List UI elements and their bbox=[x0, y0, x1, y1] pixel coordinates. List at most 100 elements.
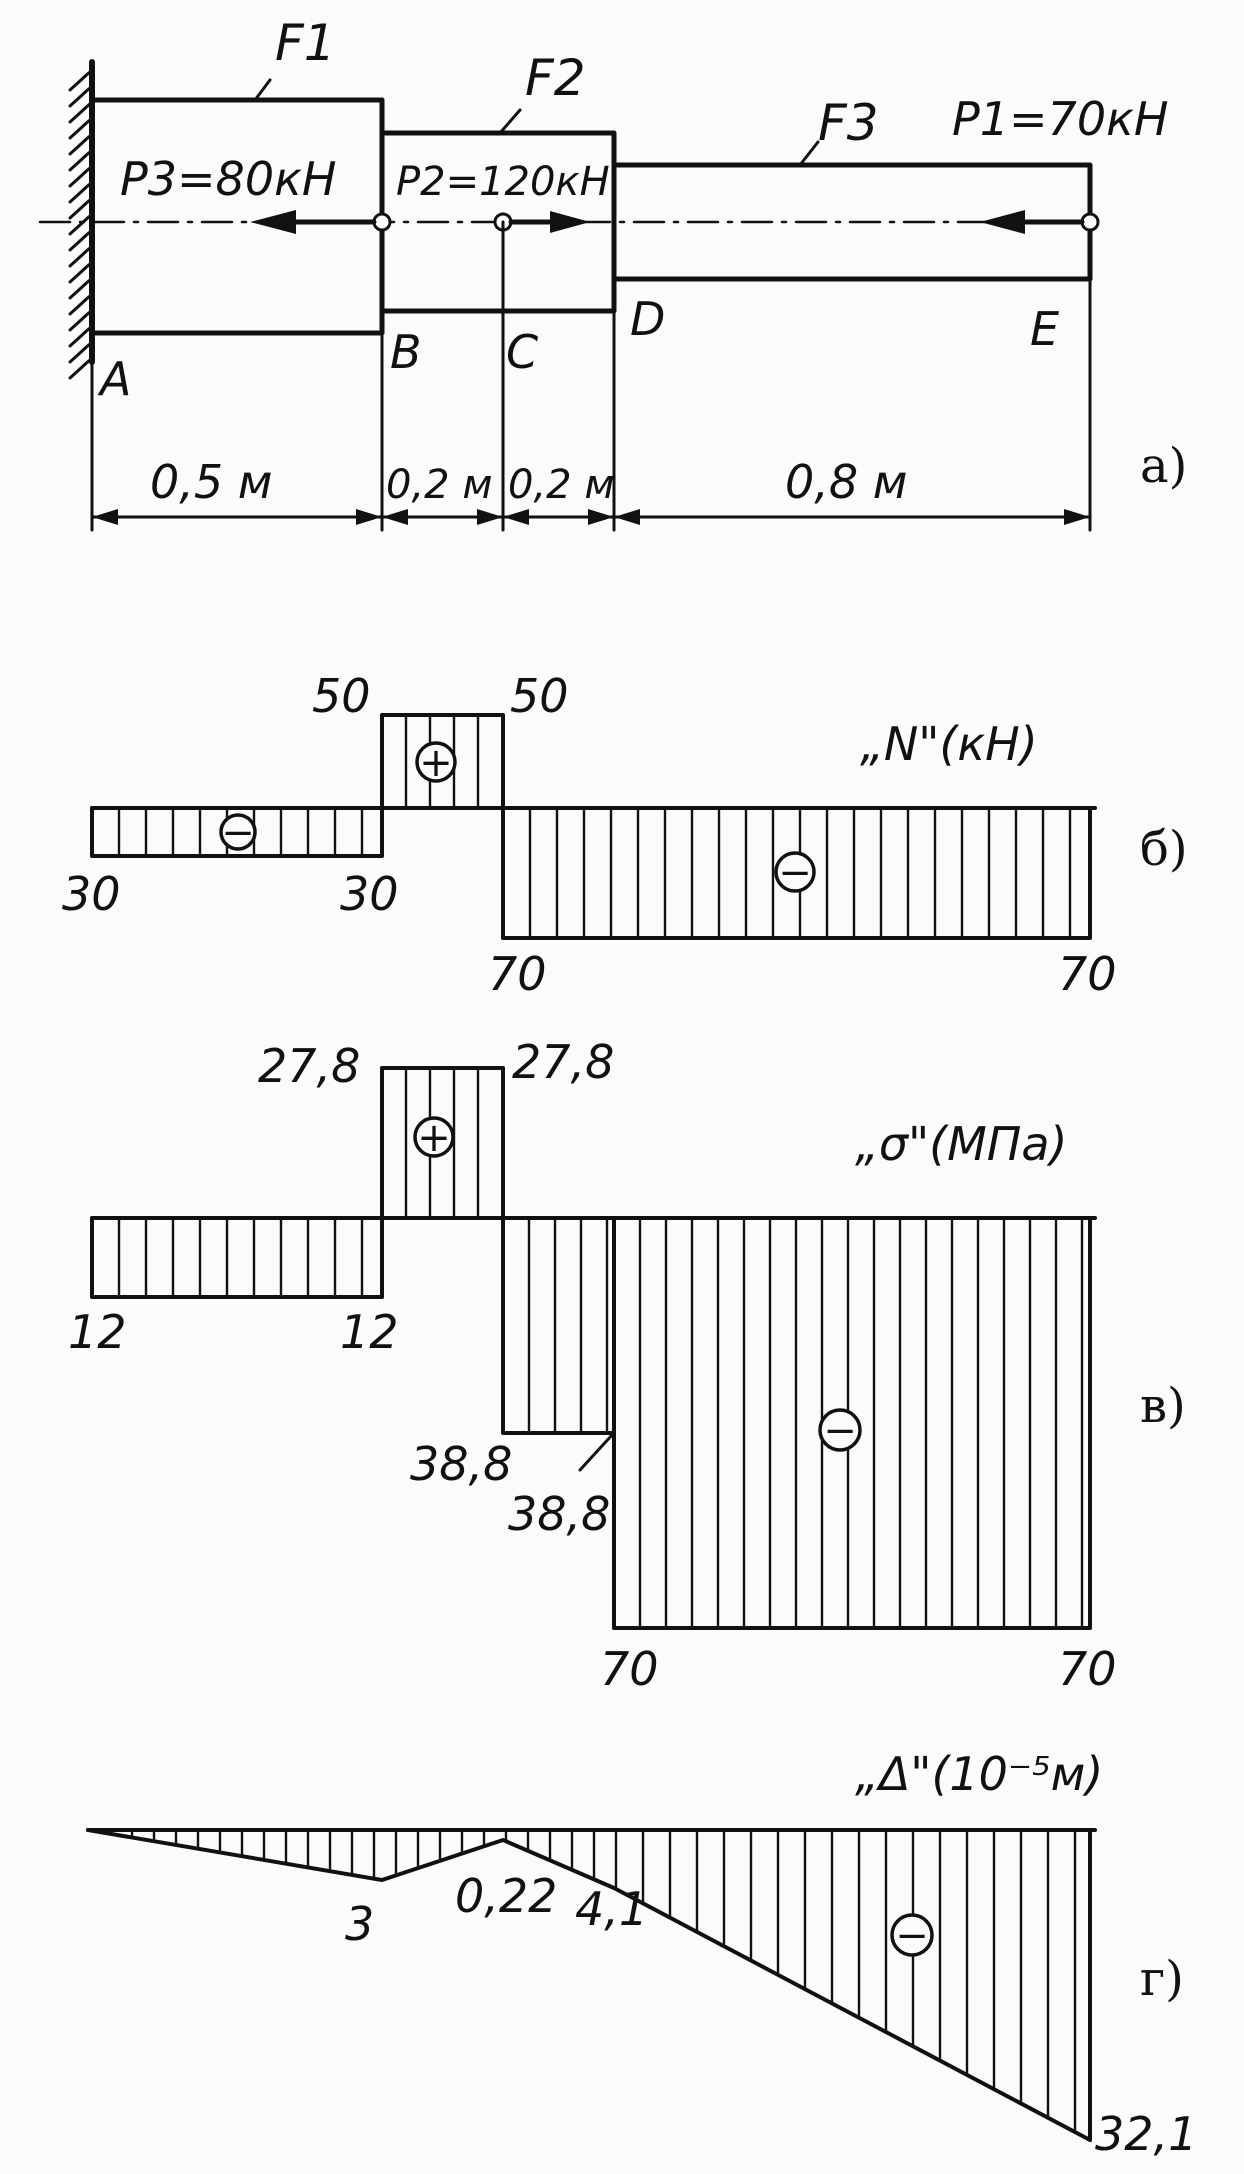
label-f2: F2 bbox=[525, 49, 586, 107]
leader-f3 bbox=[798, 140, 820, 167]
n-sign-circle-ab bbox=[219, 813, 257, 851]
wall-hatch-line bbox=[68, 324, 94, 348]
label-p2: P2=120кН bbox=[396, 159, 610, 205]
dimension-arrow-head bbox=[503, 509, 529, 525]
sigma-sign-bc: + bbox=[417, 1115, 451, 1161]
sigma-label-d-left: 38,8 bbox=[508, 1487, 610, 1541]
dimension-arrow-head bbox=[382, 509, 408, 525]
sigma-label-b-pos: 27,8 bbox=[258, 1039, 360, 1093]
delta-sign-circle bbox=[890, 1913, 934, 1957]
n-title: „N"(кН) bbox=[860, 717, 1038, 771]
n-label-b-pos: 50 bbox=[312, 669, 371, 723]
label-f3: F3 bbox=[818, 94, 879, 152]
caption-a: а) bbox=[1140, 438, 1187, 494]
dim-bc: 0,2 м bbox=[386, 462, 493, 508]
n-label-e: 70 bbox=[1058, 947, 1117, 1001]
dim-de: 0,8 м bbox=[785, 455, 907, 509]
wall-hatch-line bbox=[68, 196, 94, 220]
wall-hatch-line bbox=[68, 276, 94, 300]
n-segment-ce bbox=[501, 806, 1092, 940]
label-f1: F1 bbox=[275, 14, 336, 72]
wall-hatch-line bbox=[68, 212, 94, 236]
wall-hatch-line bbox=[68, 244, 94, 268]
label-p3: P3=80кН bbox=[120, 152, 336, 206]
section-f1 bbox=[89, 97, 385, 336]
dim-cd: 0,2 м bbox=[508, 462, 615, 508]
n-label-c-neg: 70 bbox=[488, 947, 547, 1001]
label-p1: P1=70кН bbox=[952, 92, 1168, 146]
sigma-label-b-neg: 12 bbox=[340, 1305, 399, 1359]
sigma-sign-circle-bc bbox=[413, 1116, 455, 1158]
wall-hatch-line bbox=[68, 132, 94, 156]
n-segment-ab bbox=[90, 806, 384, 858]
label-point-a: A bbox=[97, 352, 131, 406]
sigma-label-a: 12 bbox=[68, 1305, 127, 1359]
label-point-d: D bbox=[630, 292, 665, 346]
wall-hatch-line bbox=[68, 68, 94, 92]
wall-hatch-line bbox=[68, 228, 94, 252]
delta-label-d: 4,1 bbox=[575, 1882, 648, 1936]
delta-hatching bbox=[108, 1828, 1077, 2134]
n-sign-ab: − bbox=[221, 810, 255, 856]
wall-hatch-line bbox=[68, 340, 94, 364]
delta-title: „Δ"(10⁻⁵м) bbox=[855, 1747, 1103, 1801]
n-sign-ce: − bbox=[778, 850, 812, 896]
dimension-arrow-head bbox=[92, 509, 118, 525]
dimension-arrow-head bbox=[477, 509, 503, 525]
sigma-segment-cd bbox=[501, 1216, 616, 1435]
caption-c: в) bbox=[1140, 1378, 1186, 1434]
wall-hatch-line bbox=[68, 148, 94, 172]
n-sign-bc: + bbox=[419, 740, 453, 786]
wall-hatch-line bbox=[68, 180, 94, 204]
arrow-p3-head bbox=[250, 210, 296, 234]
sigma-leader-d bbox=[578, 1433, 614, 1472]
dimension-arrows bbox=[92, 509, 1090, 525]
delta-label-e: 32,1 bbox=[1095, 2107, 1197, 2161]
sigma-title: „σ"(МПа) bbox=[855, 1117, 1068, 1171]
leader-f2 bbox=[498, 108, 522, 135]
caption-d: г) bbox=[1140, 1951, 1184, 2007]
dim-ab: 0,5 м bbox=[150, 455, 272, 509]
arrow-p1-head bbox=[980, 210, 1025, 234]
dimension-arrow-head bbox=[614, 509, 640, 525]
n-label-b-neg: 30 bbox=[340, 867, 399, 921]
caption-b: б) bbox=[1140, 821, 1188, 877]
n-diagram: − + − 30 30 50 50 70 70 „N"(кН) б) bbox=[62, 669, 1188, 1001]
wall-hatch-line bbox=[68, 292, 94, 316]
wall-hatch-line bbox=[68, 84, 94, 108]
label-point-b: B bbox=[390, 325, 422, 379]
sigma-label-c-neg: 38,8 bbox=[410, 1437, 512, 1491]
sigma-segment-de bbox=[612, 1216, 1092, 1630]
label-point-c: C bbox=[506, 325, 538, 379]
delta-label-b: 3 bbox=[345, 1897, 374, 1951]
n-sign-circle-ce bbox=[774, 851, 816, 893]
wall-hatch-line bbox=[68, 308, 94, 332]
wall-hatch-line bbox=[68, 356, 94, 380]
dimension-arrow-head bbox=[356, 509, 382, 525]
sigma-segment-bc bbox=[380, 1066, 505, 1220]
sigma-sign-ce: − bbox=[823, 1408, 857, 1454]
leader-f1 bbox=[253, 78, 272, 102]
sigma-hatching bbox=[117, 1066, 1084, 1630]
wall-hatch-line bbox=[68, 260, 94, 284]
dimension-arrow-head bbox=[1064, 509, 1090, 525]
delta-label-c: 0,22 bbox=[455, 1869, 557, 1923]
delta-curve bbox=[86, 1828, 1092, 2142]
sigma-label-c-pos: 27,8 bbox=[512, 1035, 614, 1089]
wall-hatch-line bbox=[68, 116, 94, 140]
n-label-c-pos: 50 bbox=[510, 669, 569, 723]
sigma-label-e: 70 bbox=[1058, 1642, 1117, 1696]
arrow-p2-head bbox=[550, 211, 590, 233]
n-label-a: 30 bbox=[62, 867, 121, 921]
n-sign-circle-bc bbox=[415, 741, 457, 783]
wall-hatching bbox=[68, 68, 94, 380]
wall-hatch-line bbox=[68, 164, 94, 188]
wall-hatch-line bbox=[68, 100, 94, 124]
label-point-e: E bbox=[1030, 302, 1059, 356]
sigma-sign-circle-ce bbox=[818, 1408, 862, 1452]
n-segment-bc bbox=[380, 713, 505, 810]
sigma-diagram: + − 12 12 27,8 27,8 38,8 38,8 70 70 „σ"(… bbox=[68, 1035, 1186, 1696]
sigma-segment-ab bbox=[90, 1216, 384, 1299]
